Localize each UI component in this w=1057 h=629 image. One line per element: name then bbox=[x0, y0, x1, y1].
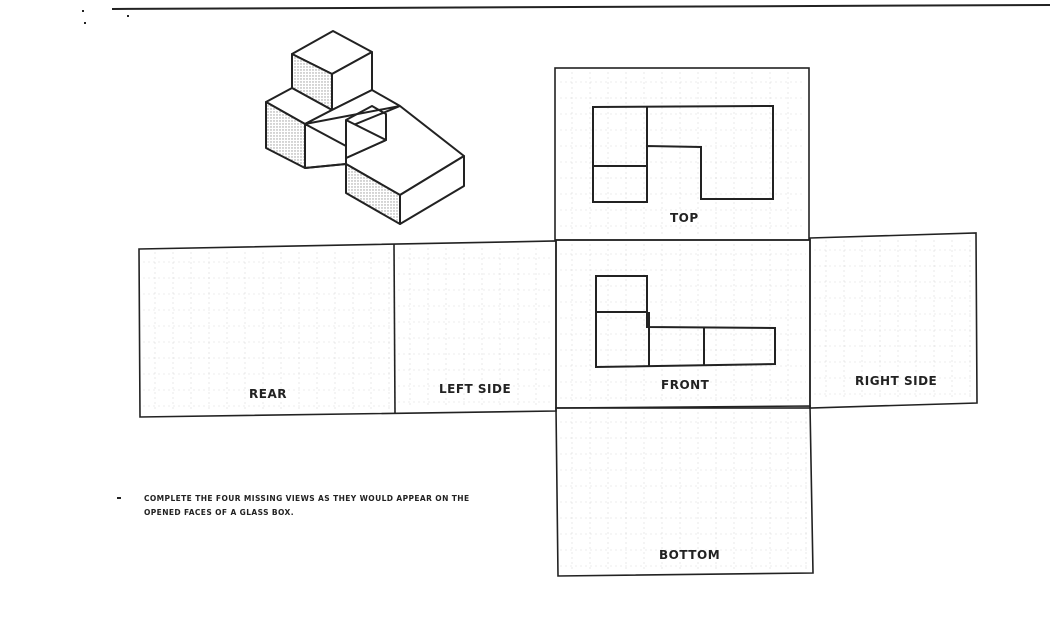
base-edge bbox=[304, 163, 347, 169]
glass-box-frames bbox=[138, 67, 978, 577]
isometric-object bbox=[265, 30, 465, 225]
left-side-view-label: LEFT SIDE bbox=[439, 382, 512, 396]
rear-view-label: REAR bbox=[249, 387, 287, 401]
front-view-label: FRONT bbox=[661, 378, 710, 392]
instructions-line-2: OPENED FACES OF A GLASS BOX. bbox=[144, 508, 294, 517]
right-side-view-label: RIGHT SIDE bbox=[855, 374, 938, 388]
top-view-drawing bbox=[592, 104, 774, 203]
instructions: COMPLETE THE FOUR MISSING VIEWS AS THEY … bbox=[144, 492, 524, 520]
rear-left-divider bbox=[393, 243, 396, 414]
top-rule bbox=[111, 4, 1051, 10]
front-view-drawing bbox=[595, 275, 776, 369]
notch-floor bbox=[345, 119, 387, 159]
right-block-side bbox=[399, 155, 465, 225]
top-view-outline bbox=[592, 104, 774, 203]
stray-marks bbox=[82, 10, 129, 499]
top-view-label: TOP bbox=[670, 211, 699, 225]
base-right bbox=[304, 123, 347, 169]
bottom-view-frame bbox=[555, 405, 814, 577]
right-side-frame bbox=[809, 232, 978, 409]
instructions-line-1: COMPLETE THE FOUR MISSING VIEWS AS THEY … bbox=[144, 494, 470, 503]
bottom-view-label: BOTTOM bbox=[659, 548, 721, 562]
grid-pattern bbox=[143, 72, 972, 570]
front-view-outline bbox=[595, 275, 776, 369]
